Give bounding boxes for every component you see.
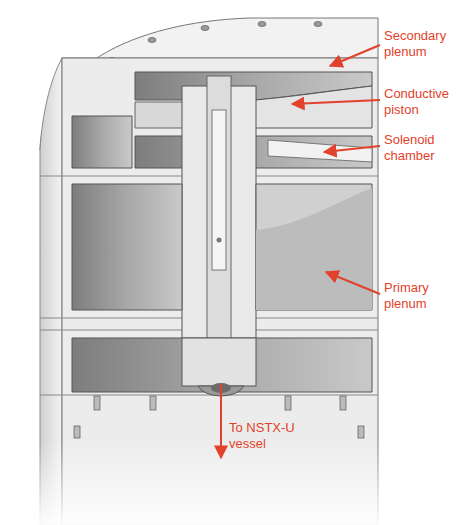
part-label: Secondary plenum	[384, 28, 470, 60]
part-label: To NSTX-U vessel	[229, 420, 303, 452]
part-label: Conductive piston	[384, 86, 470, 118]
part-label: Primary plenum	[384, 280, 470, 312]
part-label: Solenoid chamber	[384, 132, 470, 164]
